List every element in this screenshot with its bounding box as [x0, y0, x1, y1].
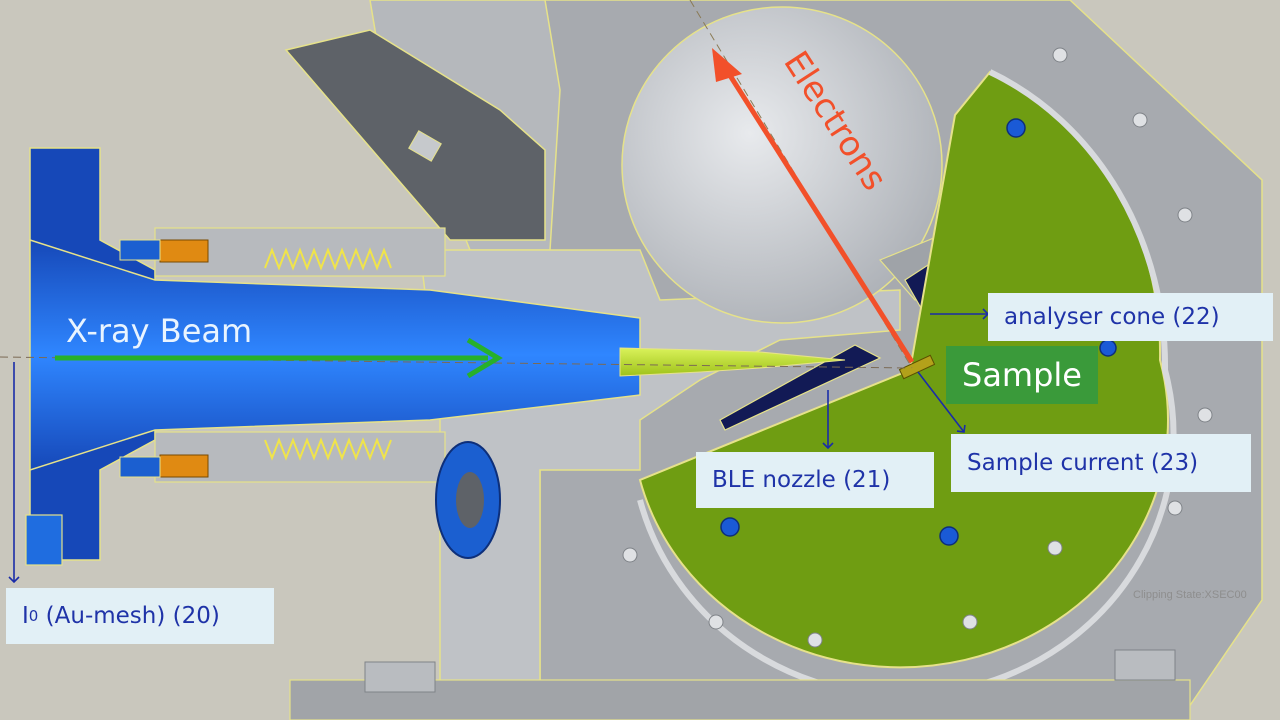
ble-nozzle-wedge [719, 344, 882, 431]
electrons-arrow-head [712, 48, 742, 82]
housing-bolt-holes [622, 47, 1218, 648]
i0-description: (Au-mesh) (20) [38, 603, 220, 629]
sample-piece [898, 354, 936, 380]
analyser-cone-label: analyser cone (22) [988, 293, 1273, 341]
ble-nozzle-label: BLE nozzle (21) [696, 452, 934, 508]
base-block-left [364, 661, 436, 693]
plate-rim [637, 69, 1177, 699]
au-mesh-port [25, 514, 63, 566]
plate-bolts [720, 118, 1117, 546]
lower-bellows [264, 437, 392, 461]
analyser-hemisphere [621, 6, 943, 324]
beam-axis [0, 356, 911, 369]
electrons-arrow-shaft [721, 64, 915, 364]
sample-current-label: Sample current (23) [951, 434, 1251, 492]
small-pin [408, 130, 442, 162]
sample-current-pointer [917, 371, 966, 433]
lower-orange-fitting [159, 454, 209, 478]
base-block-right [1114, 649, 1176, 681]
upper-orange-fitting [159, 239, 209, 263]
i0-subscript: 0 [28, 607, 39, 625]
beamline-tube [29, 238, 641, 472]
upper-bolt [119, 239, 161, 261]
sample-label: Sample [946, 346, 1098, 404]
lower-bolt [119, 456, 161, 478]
elbow-bore [456, 472, 484, 528]
xray-beam-label: X-ray Beam [66, 312, 253, 350]
clipping-state-text: Clipping State:XSEC00 [1133, 589, 1247, 601]
base-plate [289, 679, 1191, 720]
upper-bellows [264, 247, 392, 271]
ble-nozzle-tip [619, 347, 846, 377]
xray-arrow-head [466, 337, 503, 379]
dark-wedge-block [284, 29, 546, 241]
i0-symbol: I [22, 603, 29, 629]
